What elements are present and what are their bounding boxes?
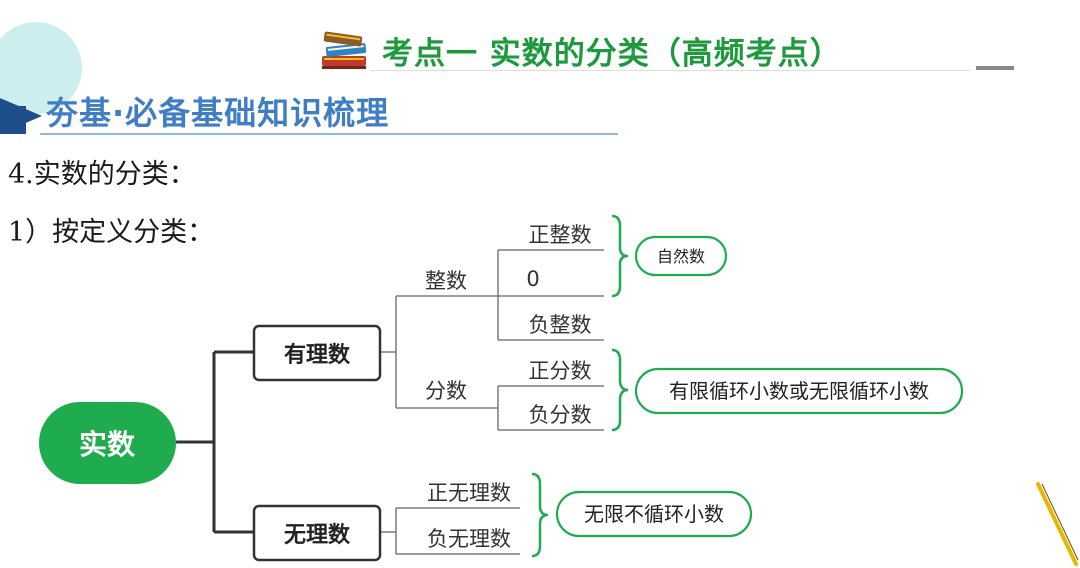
negative-fraction-label: 负分数 — [529, 403, 592, 427]
irrational-note-label: 无限不循环小数 — [584, 502, 724, 526]
natural-numbers-note — [634, 235, 728, 277]
diagram-braces — [531, 214, 629, 558]
irrational-note — [555, 490, 753, 538]
rational-note — [634, 367, 964, 415]
rational-node — [252, 324, 382, 382]
irrational-label: 无理数 — [284, 522, 351, 548]
negative-integer-label: 负整数 — [529, 313, 592, 337]
page-title: 考点一 实数的分类（高频考点） — [382, 35, 842, 72]
header-dash — [976, 66, 1014, 70]
section-title: 夯基·必备基础知识梳理 — [46, 94, 390, 132]
natural-numbers-label: 自然数 — [657, 247, 705, 266]
negative-irrational-label: 负无理数 — [427, 527, 511, 551]
positive-integer-label: 正整数 — [529, 223, 592, 247]
positive-fraction-label: 正分数 — [529, 359, 592, 383]
header: 考点一 实数的分类（高频考点） — [318, 26, 842, 74]
rational-label: 有理数 — [284, 342, 351, 368]
root-node — [39, 402, 176, 484]
diagram-connectors — [176, 350, 254, 534]
pencil-icon — [1036, 482, 1079, 566]
integers-label: 整数 — [425, 269, 467, 293]
fractions-label: 分数 — [425, 379, 467, 403]
books-icon — [322, 31, 367, 69]
rational-note-label: 有限循环小数或无限循环小数 — [669, 379, 929, 403]
body-line-2: 1）按定义分类： — [8, 217, 215, 248]
irrational-node — [252, 504, 382, 562]
diagram-thin-lines — [380, 249, 604, 555]
section-marker-block — [0, 106, 26, 134]
section-underline — [40, 133, 618, 135]
body-line-1: 4.实数的分类： — [8, 159, 196, 190]
header-rule — [370, 70, 970, 71]
root-label: 实数 — [79, 428, 136, 461]
zero-label: 0 — [526, 267, 539, 291]
positive-irrational-label: 正无理数 — [427, 481, 511, 505]
